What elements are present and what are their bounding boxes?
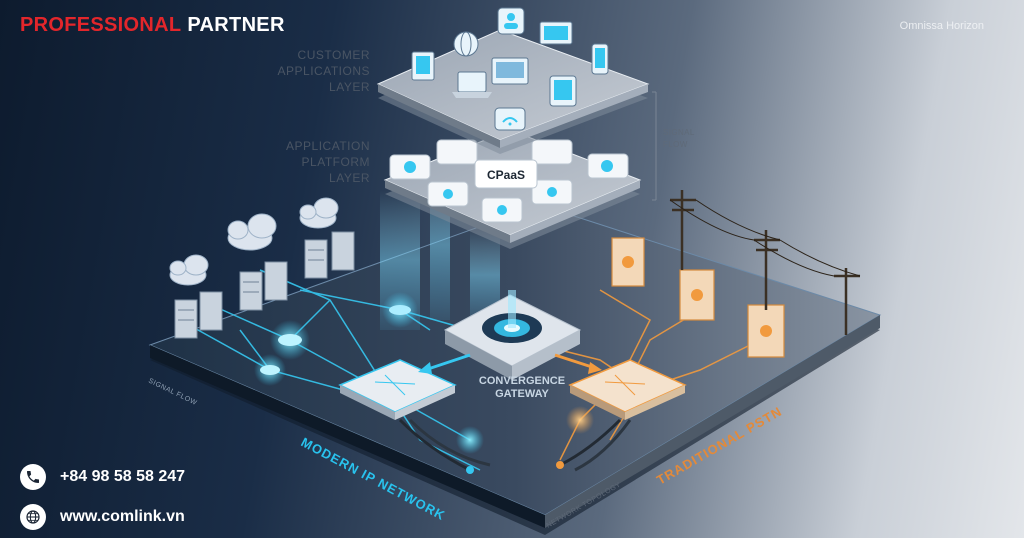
phone-number: +84 98 58 58 247: [60, 468, 186, 485]
laptop-icon: [452, 71, 492, 98]
smartphone-icon: [591, 43, 609, 75]
platform-layer-label: APPLICATION PLATFORM LAYER: [270, 138, 370, 186]
cloud-icon: [169, 254, 209, 286]
cloud-icon: [227, 213, 277, 251]
user-icon: [497, 7, 525, 35]
ip-network-traces: [179, 269, 521, 471]
brand-part1: PROFESSIONAL: [20, 14, 182, 36]
signal-flow-edge-label: SIGNAL FLOW: [147, 378, 198, 408]
server-icon: [611, 237, 785, 358]
phone-contact[interactable]: +84 98 58 58 247: [20, 464, 185, 490]
gateway-icon: [443, 290, 582, 380]
customer-layer-line2: APPLICATIONS: [277, 64, 370, 78]
flow-arrows: [418, 353, 602, 374]
signal-flow-side-line2: FLOW: [663, 140, 688, 149]
tablet-icon: [411, 51, 435, 81]
gateway-label-line1: CONVERGENCE: [479, 375, 565, 387]
cpaas-label: CPaaS: [487, 168, 525, 182]
platform-layer-line2: PLATFORM: [301, 155, 370, 169]
customer-applications-layer: [376, 7, 650, 154]
cloud-icon: [299, 197, 339, 229]
pstn-switch: [568, 359, 687, 420]
globe-icon: [453, 31, 479, 57]
application-platform-layer: [383, 129, 642, 249]
platform-layer-line3: LAYER: [329, 171, 370, 185]
signal-flow-side-label: SIGNAL FLOW: [663, 127, 695, 151]
server-icon: [174, 231, 355, 339]
light-beams: [380, 170, 500, 330]
signal-flow-side-line1: SIGNAL: [663, 128, 695, 137]
phone-icon: [20, 464, 46, 490]
website-contact[interactable]: www.comlink.vn: [20, 504, 185, 530]
website-url: www.comlink.vn: [60, 508, 185, 525]
globe-icon: [20, 504, 46, 530]
smartphone-icon: [549, 75, 577, 107]
monitor-icon: [491, 57, 529, 85]
customer-layer-line1: CUSTOMER: [297, 48, 370, 62]
ip-cluster: [169, 197, 355, 339]
cables: [398, 418, 632, 474]
customer-layer-label: CUSTOMER APPLICATIONS LAYER: [270, 47, 370, 95]
gateway-label-line2: GATEWAY: [495, 388, 549, 400]
customer-layer-line3: LAYER: [329, 80, 370, 94]
brand-part2: PARTNER: [187, 14, 285, 36]
utility-pole-icon: [670, 190, 860, 335]
platform-layer-line1: APPLICATION: [286, 139, 370, 153]
pstn-cluster: [611, 190, 861, 358]
monitor-icon: [539, 21, 573, 45]
watermark-text: Omnissa Horizon: [899, 20, 984, 32]
wifi-icon: [494, 107, 526, 131]
